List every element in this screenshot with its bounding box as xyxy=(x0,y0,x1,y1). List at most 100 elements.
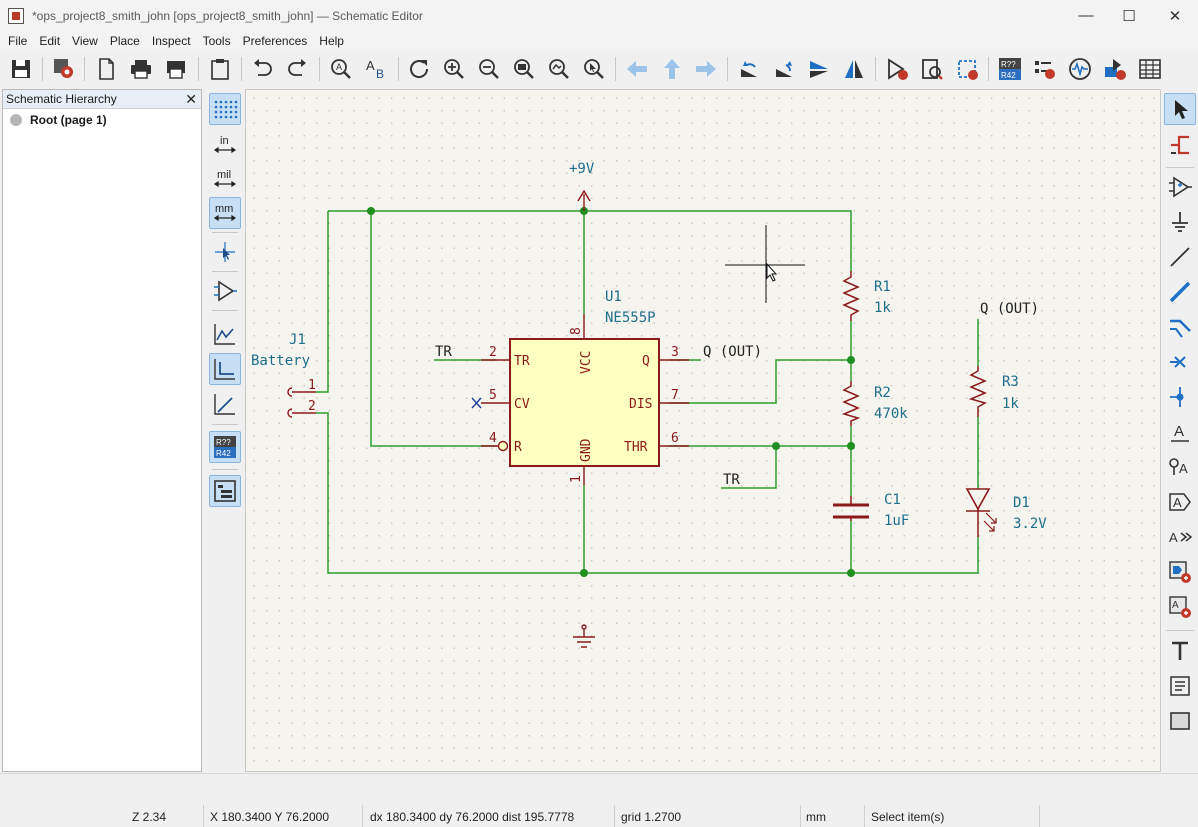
status-grid: grid 1.2700 xyxy=(621,809,682,824)
undo-button[interactable] xyxy=(248,55,276,83)
rotate-ccw-button[interactable] xyxy=(735,55,763,83)
add-no-connect-button[interactable] xyxy=(1164,346,1196,378)
annotate-button[interactable]: R??R42 xyxy=(996,55,1024,83)
add-wire-button[interactable] xyxy=(1164,241,1196,273)
add-global-label-button[interactable]: A xyxy=(1164,486,1196,518)
add-symbol-button[interactable] xyxy=(1164,171,1196,203)
menu-tools[interactable]: Tools xyxy=(202,34,231,48)
add-net-class-directive-button[interactable]: A xyxy=(1164,451,1196,483)
gnd-symbol xyxy=(573,624,595,648)
units-mm-button[interactable]: mm xyxy=(209,197,241,229)
add-sheet-button[interactable] xyxy=(1164,556,1196,588)
minimize-button[interactable]: — xyxy=(1078,7,1094,24)
arrow-left-icon xyxy=(627,61,647,77)
add-hierarchical-label-button[interactable]: A xyxy=(1164,521,1196,553)
hidden-pins-button[interactable] xyxy=(209,275,241,307)
line-mode-45-button[interactable] xyxy=(209,388,241,420)
hierarchy-navigator-button[interactable] xyxy=(209,475,241,507)
line-mode-90-button[interactable] xyxy=(209,353,241,385)
erc-button[interactable] xyxy=(1031,55,1059,83)
page-settings-button[interactable] xyxy=(92,55,120,83)
menu-bar: File Edit View Place Inspect Tools Prefe… xyxy=(0,31,1198,51)
rotate-ccw-icon xyxy=(741,61,757,77)
plot-button[interactable] xyxy=(162,55,190,83)
symbol-editor-button[interactable] xyxy=(883,55,911,83)
find-button[interactable]: A xyxy=(327,55,355,83)
paste-button[interactable] xyxy=(206,55,234,83)
junction-dot xyxy=(847,569,855,577)
zoom-objects-button[interactable] xyxy=(545,55,573,83)
add-rectangle-button[interactable] xyxy=(1164,705,1196,737)
cursor-style-button[interactable] xyxy=(209,236,241,268)
add-bus-entry-button[interactable] xyxy=(1164,311,1196,343)
simulator-button[interactable] xyxy=(1066,55,1094,83)
find-replace-icon: AB xyxy=(366,58,384,81)
menu-file[interactable]: File xyxy=(8,34,28,48)
add-label-button[interactable]: A xyxy=(1164,416,1196,448)
schematic-setup-button[interactable] xyxy=(50,55,78,83)
symbol-library-browser-button[interactable] xyxy=(918,55,946,83)
menu-inspect[interactable]: Inspect xyxy=(151,34,191,48)
wire-ground-rail xyxy=(316,412,979,574)
add-text-button[interactable] xyxy=(1164,635,1196,667)
textbox-icon xyxy=(1170,676,1190,696)
status-units: mm xyxy=(806,809,826,824)
maximize-button[interactable]: ☐ xyxy=(1122,7,1136,25)
add-junction-button[interactable] xyxy=(1164,381,1196,413)
add-bus-button[interactable] xyxy=(1164,276,1196,308)
gear-board-icon xyxy=(54,59,73,78)
plotter-icon xyxy=(167,61,185,79)
schematic-canvas[interactable]: +9V 2 5 4 3 7 6 8 1 xyxy=(245,89,1161,772)
navigate-back-button[interactable] xyxy=(623,55,651,83)
status-cursor-position: X 180.3400 Y 76.2000 xyxy=(210,809,330,824)
hierarchy-root-item[interactable]: Root (page 1) xyxy=(10,113,201,127)
menu-view[interactable]: View xyxy=(72,34,98,48)
save-icon xyxy=(12,60,30,78)
net-label-q-out-right: Q (OUT) xyxy=(980,301,1039,317)
import-sheet-pin-button[interactable]: A xyxy=(1164,591,1196,623)
r1-value: 1k xyxy=(874,300,891,316)
footprint-editor-button[interactable] xyxy=(953,55,981,83)
navigate-up-button[interactable] xyxy=(658,55,686,83)
zoom-in-button[interactable] xyxy=(440,55,468,83)
close-button[interactable]: ✕ xyxy=(1168,7,1182,25)
add-textbox-button[interactable] xyxy=(1164,670,1196,702)
hierarchy-close-button[interactable]: ✕ xyxy=(185,91,197,107)
power-9v-symbol xyxy=(577,189,591,211)
units-mils-button[interactable]: mil xyxy=(209,163,241,195)
navigate-forward-button[interactable] xyxy=(692,55,720,83)
junction-dot xyxy=(847,442,855,450)
bom-button[interactable] xyxy=(1136,55,1164,83)
units-inches-icon: in xyxy=(213,135,237,154)
symbol-editor-icon xyxy=(888,58,908,80)
add-power-button[interactable] xyxy=(1164,206,1196,238)
highlight-net-button[interactable] xyxy=(1164,129,1196,161)
menu-preferences[interactable]: Preferences xyxy=(242,34,308,48)
annotate-toggle-button[interactable]: R??R42 xyxy=(209,431,241,463)
menu-edit[interactable]: Edit xyxy=(39,34,61,48)
print-button[interactable] xyxy=(127,55,155,83)
line-mode-free-button[interactable] xyxy=(209,318,241,350)
mirror-vertical-button[interactable] xyxy=(805,55,833,83)
bus-icon xyxy=(1169,281,1191,303)
u1-pin-r-number: 4 xyxy=(489,431,497,446)
simulator-icon xyxy=(1069,58,1091,80)
menu-place[interactable]: Place xyxy=(109,34,140,48)
grid-toggle-button[interactable] xyxy=(209,93,241,125)
zoom-selection-button[interactable] xyxy=(580,55,608,83)
svg-text:R??: R?? xyxy=(1001,60,1016,69)
select-tool-button[interactable] xyxy=(1164,93,1196,125)
redo-button[interactable] xyxy=(284,55,312,83)
svg-text:R42: R42 xyxy=(216,449,231,458)
zoom-fit-button[interactable] xyxy=(510,55,538,83)
save-button[interactable] xyxy=(7,55,35,83)
crosshair-cursor xyxy=(725,225,805,303)
mirror-horizontal-button[interactable] xyxy=(840,55,868,83)
assign-footprints-button[interactable] xyxy=(1101,55,1129,83)
rotate-cw-button[interactable] xyxy=(770,55,798,83)
zoom-out-button[interactable] xyxy=(475,55,503,83)
menu-help[interactable]: Help xyxy=(319,34,344,48)
units-inches-button[interactable]: in xyxy=(209,129,241,161)
refresh-button[interactable] xyxy=(405,55,433,83)
